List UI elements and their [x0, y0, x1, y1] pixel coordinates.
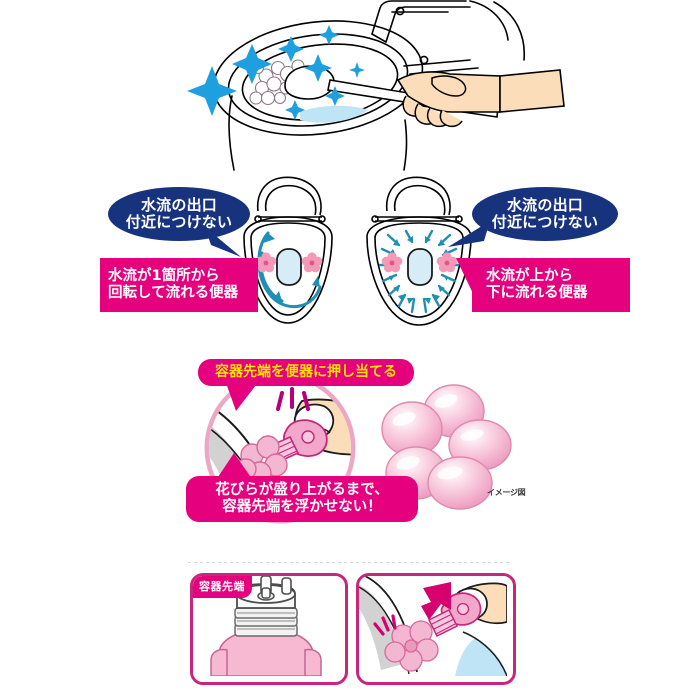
flower-icon: [381, 252, 458, 273]
gel-petals-photo: [381, 384, 512, 510]
press-instruction-block: 容器先端を便器に押し当てる 花びらが盛り上がるまで、 容器先端を浮かせない！: [0, 355, 696, 540]
release-ticks: [373, 614, 397, 636]
hold-instruction-line1: 花びらが盛り上がるまで、: [215, 481, 389, 498]
press-instruction-pill-text: 容器先端を便器に押し当てる: [215, 364, 397, 381]
flower-icon: [255, 252, 323, 273]
warning-bubble-right: 水流の出口 付近につけない: [472, 187, 618, 241]
flow-arrowhead: [263, 233, 320, 301]
flow-banner-right-line1: 水流が上から: [486, 267, 573, 284]
water-pool: [300, 105, 368, 123]
water-flow-diagrams: 水流の出口 付近につけない 水流が1箇所から 回転して流れる便器: [0, 175, 696, 340]
flow-banner-left-line2: 回転して流れる便器: [108, 285, 239, 301]
bottom-panels: 容器先端: [0, 545, 696, 696]
warning-bubble-right-line1: 水流の出口: [506, 195, 583, 214]
brush-head: [284, 65, 335, 100]
section-divider: [188, 562, 510, 563]
hold-instruction-line2: 容器先端を浮かせない！: [222, 499, 382, 515]
panel-lift-away: [356, 573, 516, 685]
lift-away-svg: [359, 576, 507, 676]
warning-bubble-left-line1: 水流の出口: [140, 195, 217, 214]
press-instruction-pill: 容器先端を便器に押し当てる: [198, 359, 414, 386]
panel-nozzle-closeup: 容器先端: [190, 573, 348, 685]
hold-instruction-pill-tail: [218, 453, 252, 479]
hold-instruction-pill: 花びらが盛り上がるまで、 容器先端を浮かせない！: [186, 476, 418, 522]
flow-banner-right-line2: 下に流れる便器: [486, 285, 588, 301]
flower-mark: [384, 620, 439, 672]
hand-and-arm: [396, 69, 565, 128]
lift-arrow-icon: [421, 582, 451, 620]
toilet-diagram-radial: [366, 176, 472, 326]
flow-banner-left-line1: 水流が1箇所から: [108, 267, 220, 284]
press-instruction-pill-tail: [226, 383, 256, 411]
drain-hole: [407, 248, 433, 286]
image-note: イメージ図: [487, 488, 526, 497]
toilet-brushing-svg: [187, 0, 565, 171]
petal-highlights: [392, 394, 484, 480]
warning-bubble-left-line2: 付近につけない: [125, 213, 233, 231]
panel-nozzle-tag: 容器先端: [193, 576, 252, 598]
warning-bubble-right-tail: [448, 221, 490, 247]
hero-illustration: [0, 0, 696, 172]
toilet-diagram-rotating: [243, 176, 333, 324]
drain-hole: [276, 248, 302, 286]
warning-bubble-left: 水流の出口 付近につけない: [108, 187, 250, 241]
flow-banner-right: 水流が上から 下に流れる便器: [472, 258, 630, 312]
impact-lines: [276, 387, 310, 411]
warning-bubble-right-line2: 付近につけない: [491, 213, 599, 231]
flow-banner-left: 水流が1箇所から 回転して流れる便器: [100, 258, 258, 312]
sparkle-icon: [187, 25, 365, 120]
